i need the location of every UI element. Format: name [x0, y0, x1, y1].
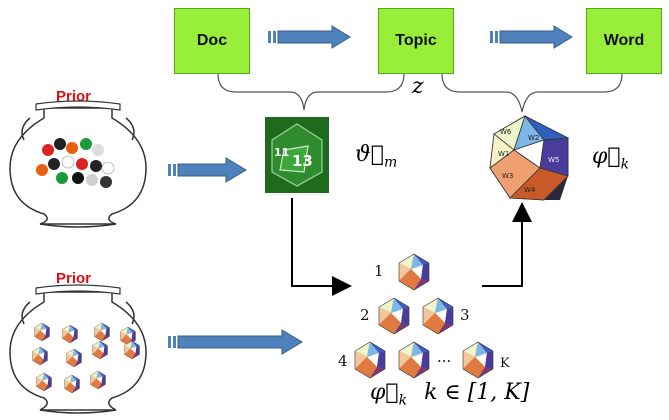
topic-box: Topic	[378, 8, 454, 74]
bottom-phi-subscript: k	[398, 392, 408, 409]
face-label-w3: W3	[502, 172, 513, 180]
topic-index-4: 4	[338, 352, 348, 370]
prior-urn-bottom-icon	[9, 284, 147, 414]
face-label-w1: W1	[498, 150, 509, 158]
prior-label-bottom: Prior	[56, 270, 92, 287]
phi-symbol: φ⃗	[592, 144, 621, 169]
doc-box: Doc	[174, 8, 250, 74]
topic-index-1: 1	[374, 262, 384, 280]
blue-arrow-prior-phi	[168, 329, 303, 355]
topic-die-3-icon	[422, 297, 454, 335]
ellipsis: ···	[437, 352, 452, 370]
bottom-phi-label: φ⃗k k ∈ [1, K]	[370, 380, 529, 408]
blue-arrow-prior-theta	[168, 157, 247, 183]
black-arrow-theta-to-phis	[291, 198, 352, 296]
die-number-left: 11	[274, 146, 289, 159]
blue-arrow-doc-topic	[268, 25, 351, 49]
phi-label: φ⃗k	[592, 144, 629, 172]
topic-dice-cluster	[354, 253, 494, 379]
bottom-phi-symbol: φ⃗	[370, 380, 399, 405]
theta-label: ϑ⃗m	[355, 142, 397, 170]
face-label-w4: W4	[524, 186, 536, 194]
black-arrow-phis-to-word	[482, 202, 532, 287]
topic-die-2-icon	[378, 297, 410, 335]
green-die-icon: 13 11	[265, 117, 329, 193]
z-label: z	[412, 74, 424, 99]
topic-die-1-icon	[398, 253, 430, 291]
face-label-w5: W5	[548, 156, 559, 164]
word-box: Word	[586, 8, 662, 74]
brace-right	[441, 73, 623, 113]
topic-die-5-icon	[398, 341, 430, 379]
die-number-front: 13	[292, 152, 313, 170]
face-label-w2: W2	[528, 134, 539, 142]
prior-urn-top-icon	[9, 100, 147, 228]
topic-index-2: 2	[360, 306, 370, 324]
bottom-range: k ∈ [1, K]	[424, 380, 530, 405]
topic-die-4-icon	[354, 341, 386, 379]
theta-subscript: m	[383, 154, 398, 171]
brace-left	[217, 73, 405, 111]
topic-die-k-icon	[462, 341, 494, 379]
topic-index-3: 3	[460, 306, 470, 324]
theta-symbol: ϑ⃗	[355, 142, 384, 167]
phi-subscript: k	[620, 156, 630, 173]
face-label-w6: W6	[500, 128, 512, 136]
topic-index-k: K	[500, 356, 510, 371]
blue-arrow-topic-word	[490, 25, 573, 49]
word-distribution-icosahedron-icon: W6 W1 W2 W3 W4 W5	[489, 115, 570, 201]
